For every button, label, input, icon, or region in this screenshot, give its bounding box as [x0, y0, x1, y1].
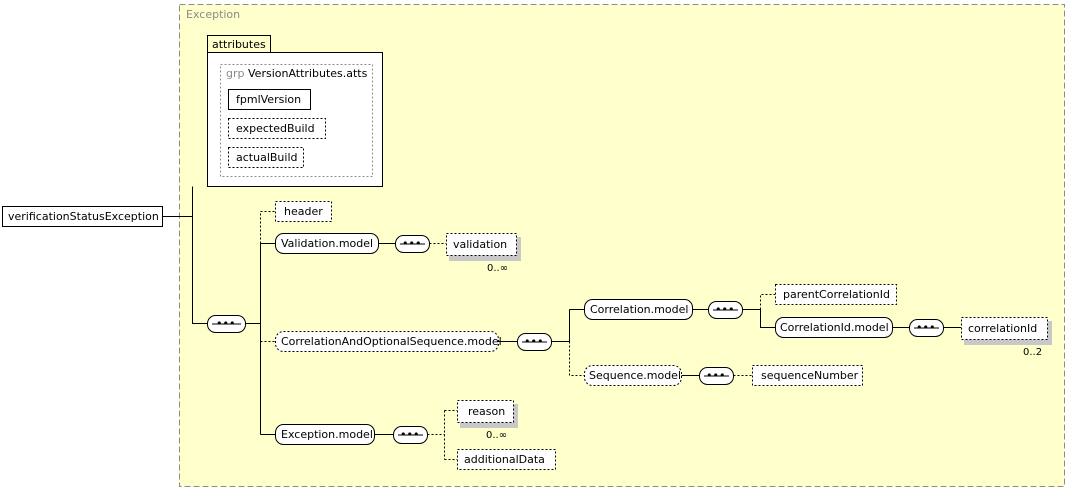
correlation-id-label: correlationId [968, 322, 1037, 335]
correlation-id-occurrence: 0..2 [1023, 347, 1042, 358]
root-connector [162, 186, 207, 324]
attr-fpmlversion: fpmlVersion [236, 93, 301, 106]
attr-expectedbuild: expectedBuild [236, 122, 315, 135]
correlation-sequence-glyph: ••• [524, 335, 543, 348]
root-element-label: verificationStatusException [8, 210, 159, 223]
main-trunk [245, 243, 261, 435]
sequence-number-box[interactable] [752, 365, 863, 386]
attr-fpmlversion-box[interactable] [228, 89, 311, 110]
attributes-tab [207, 35, 271, 53]
reason-occurrence: 0..∞ [486, 430, 507, 441]
reason-label: reason [468, 405, 505, 418]
exception-type-label: Exception [186, 8, 240, 21]
validation-box[interactable] [446, 233, 517, 256]
correlation-id-model-label: CorrelationId.model [780, 321, 889, 334]
validation-label: validation [453, 238, 507, 251]
attr-actualbuild-box[interactable] [228, 147, 304, 168]
additional-data-label: additionalData [464, 453, 545, 466]
sequence-model-label: Sequence.model [589, 369, 681, 382]
header-label: header [284, 205, 323, 218]
validation-sequence-glyph: ••• [402, 237, 421, 250]
correlation-id-box[interactable] [961, 317, 1048, 340]
attribute-group-name: VersionAttributes.atts [248, 67, 368, 80]
attr-expectedbuild-box[interactable] [228, 118, 326, 139]
correlation-model-glyph: ••• [715, 303, 734, 316]
correlation-and-sequence-model-label: CorrelationAndOptionalSequence.model [281, 335, 502, 348]
additional-data-box[interactable] [457, 449, 556, 470]
validation-occurrence: 0..∞ [487, 263, 508, 274]
exception-model-label: Exception.model [281, 428, 373, 441]
reason-box[interactable] [457, 400, 514, 423]
sequence-number-label: sequenceNumber [761, 369, 859, 382]
header-box[interactable] [275, 201, 332, 222]
attributes-tab-label: attributes [212, 38, 266, 51]
attribute-group-prefix: grp [226, 67, 245, 80]
correlation-id-model-glyph: ••• [916, 321, 935, 334]
parent-correlation-id-label: parentCorrelationId [783, 288, 890, 301]
correlation-model-label: Correlation.model [590, 303, 688, 316]
main-sequence-glyph: ••• [216, 317, 235, 330]
sequence-model-box[interactable] [584, 365, 682, 386]
parent-correlation-id-box[interactable] [775, 284, 897, 305]
exception-sequence-glyph: ••• [400, 428, 419, 441]
validation-model-label: Validation.model [281, 237, 373, 250]
attr-actualbuild: actualBuild [236, 151, 297, 164]
sequence-model-glyph: ••• [706, 369, 725, 382]
